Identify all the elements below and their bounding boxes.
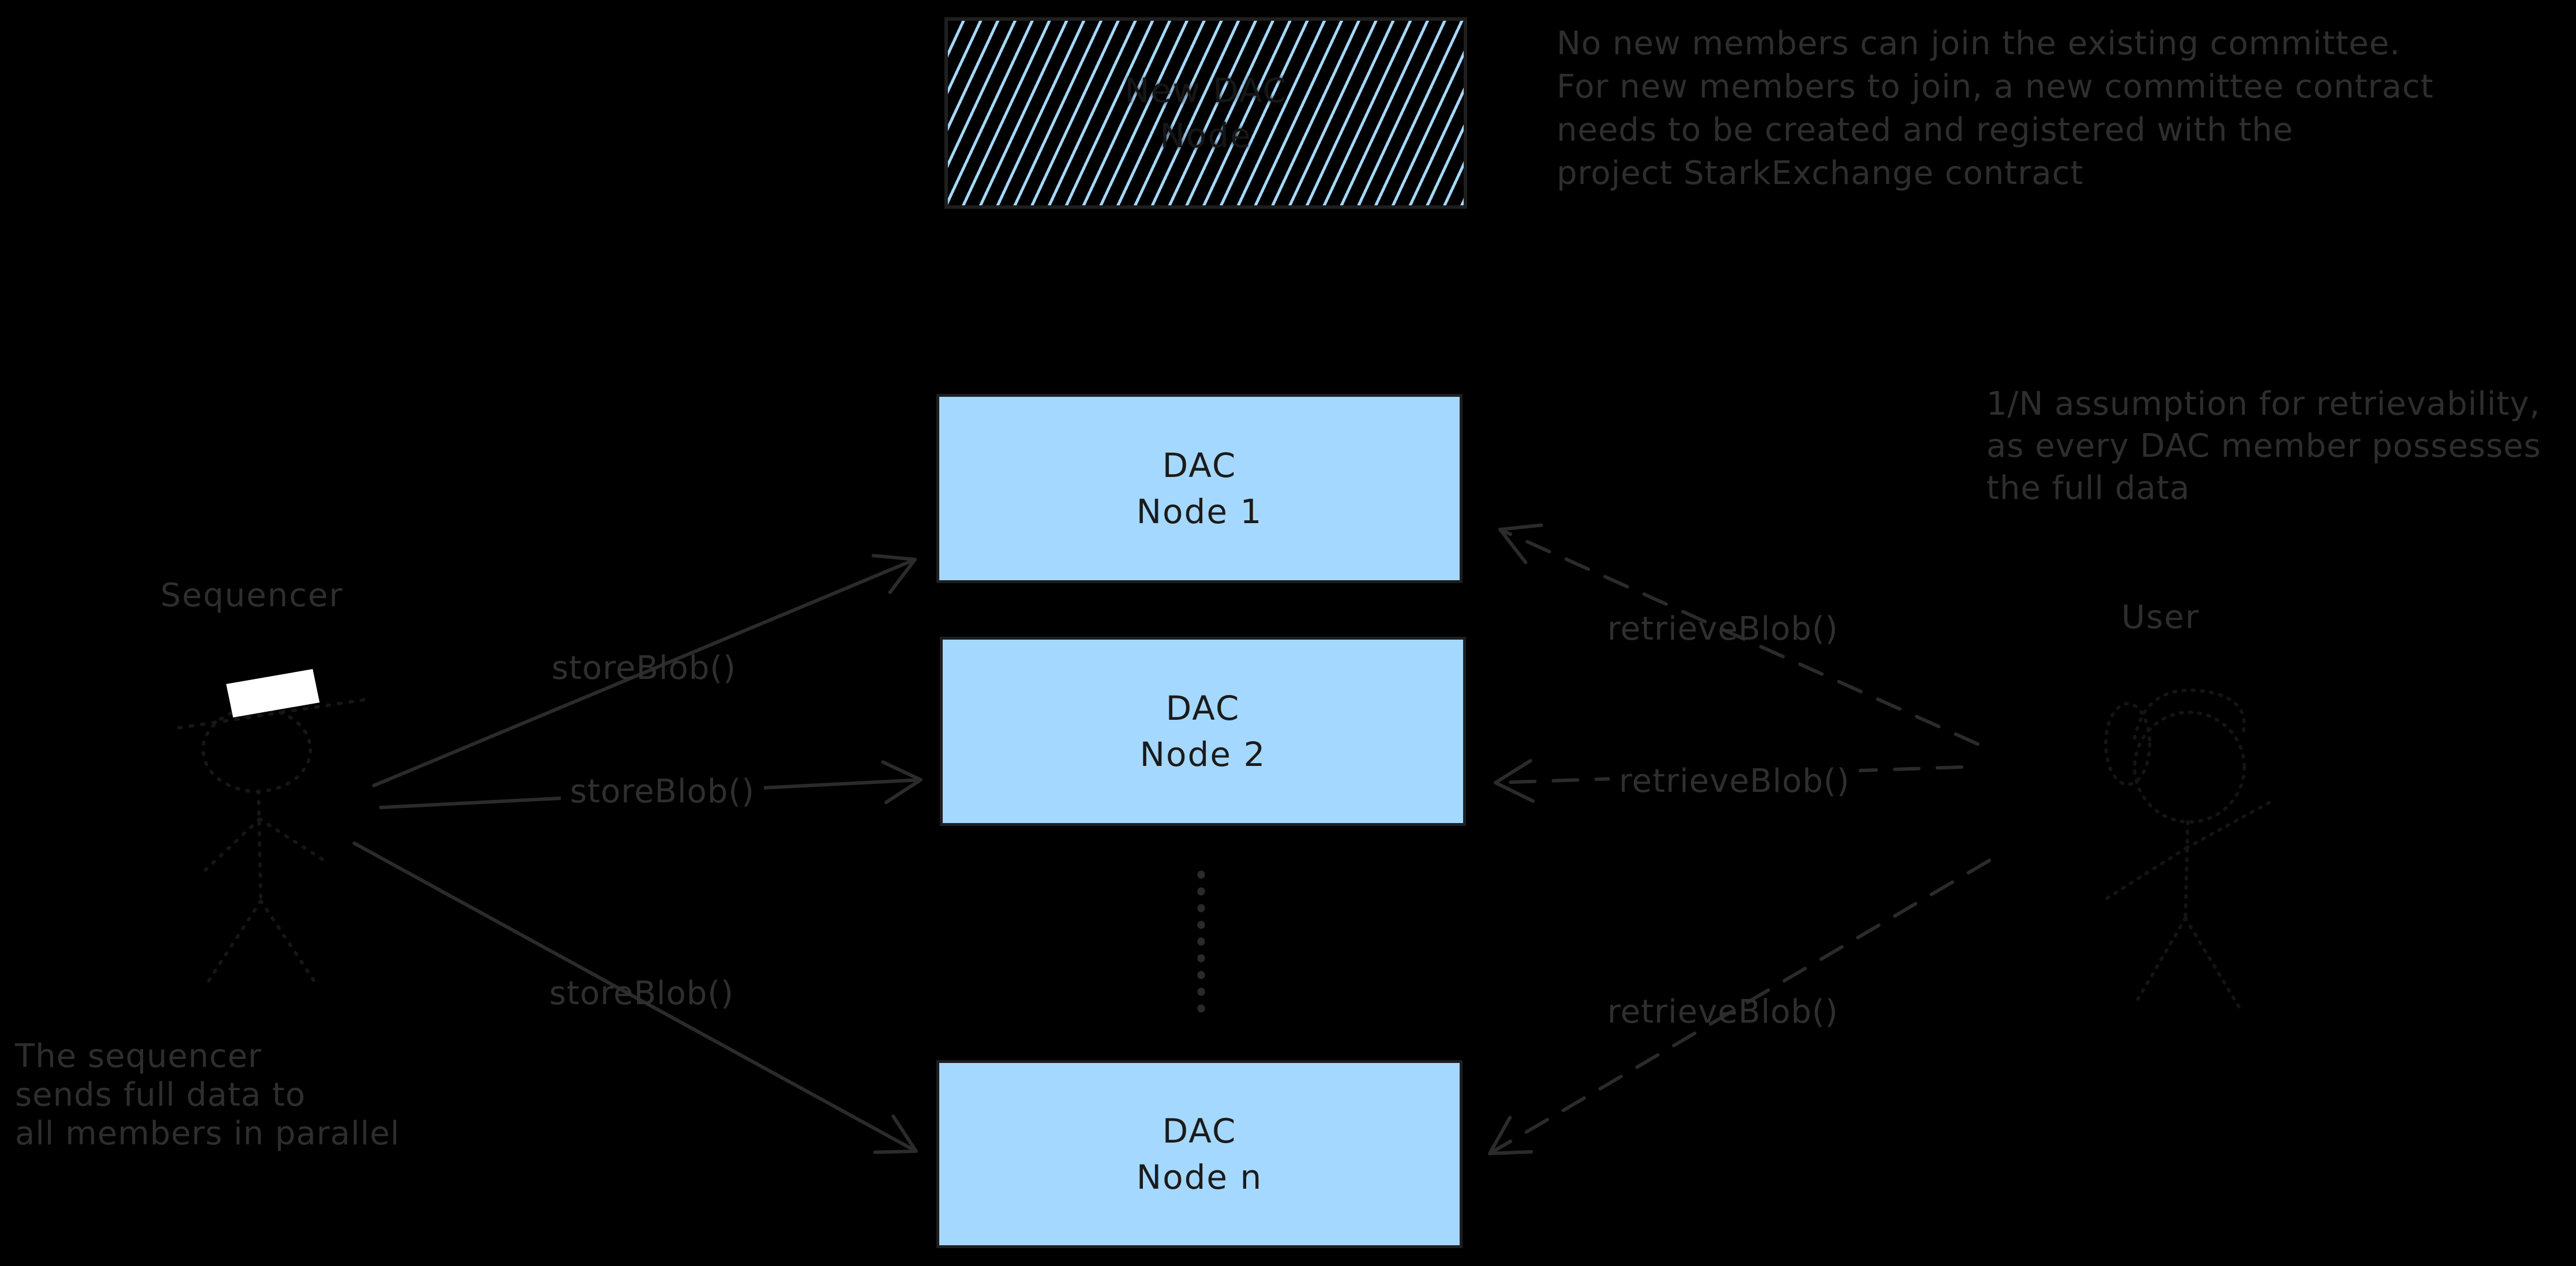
user-leg-left: [2133, 916, 2187, 1006]
sequencer-hat-brim: [177, 697, 371, 730]
sequencer-parallel-note: The sequencer sends full data to all mem…: [15, 1037, 400, 1153]
retrievability-note: 1/N assumption for retrievability, as ev…: [1986, 383, 2541, 509]
sequencer-leg-right: [259, 899, 318, 986]
committee-note-line: No new members can join the existing com…: [1557, 25, 2401, 62]
store-blob-label-1: storeBlob(): [552, 649, 737, 687]
sequencer-leg-left: [205, 899, 263, 986]
store-blob-arrows: [353, 554, 923, 1154]
arrow-retrieve-noden: [1488, 859, 1991, 1155]
user-arm-right: [2185, 800, 2273, 850]
retrievability-note-line: 1/N assumption for retrievability,: [1986, 385, 2541, 423]
retrievability-note-line: as every DAC member possesses: [1986, 427, 2541, 465]
committee-note: No new members can join the existing com…: [1557, 22, 2433, 195]
sequencer-arm-left: [201, 817, 261, 874]
retrieve-blob-label-1: retrieveBlob(): [1607, 610, 1839, 648]
committee-note-line: For new members to join, a new committee…: [1557, 68, 2434, 106]
sequencer-parallel-note-line: sends full data to: [15, 1076, 306, 1114]
new-dac-node-line1: New DAC: [1124, 71, 1287, 110]
dac-node-2-line2: Node 2: [1139, 735, 1266, 774]
store-blob-label-3: storeBlob(): [549, 975, 734, 1012]
retrieve-blob-label-3: retrieveBlob(): [1607, 993, 1839, 1031]
dac-node-n-line1: DAC: [1162, 1111, 1237, 1151]
dac-node-1-box: DAC Node 1: [936, 394, 1463, 583]
sequencer-body: [257, 790, 263, 903]
committee-note-line: project StarkExchange contract: [1557, 155, 2084, 192]
user-ponytail: [2104, 702, 2151, 786]
sequencer-label: Sequencer: [160, 577, 344, 614]
user-arm-left: [2103, 846, 2188, 901]
sequencer-arm-right: [258, 817, 326, 862]
retrievability-note-line: the full data: [1986, 469, 2190, 507]
dac-node-2-box: DAC Node 2: [940, 637, 1466, 826]
new-dac-node-line2: Node: [1160, 116, 1252, 155]
committee-note-line: needs to be created and registered with …: [1557, 111, 2294, 149]
dac-node-2-line1: DAC: [1165, 689, 1240, 728]
user-head: [2133, 711, 2246, 824]
dac-node-n-box: DAC Node n: [936, 1060, 1463, 1248]
dac-node-1-line1: DAC: [1162, 446, 1237, 485]
arrow-retrieve-node1: [1498, 523, 1979, 746]
dac-node-1-line2: Node 1: [1136, 492, 1263, 531]
sequencer-parallel-note-line: The sequencer: [15, 1038, 262, 1075]
arrow-store-node1: [372, 554, 917, 787]
sequencer-figure: [177, 669, 371, 986]
new-dac-node-box: New DAC Node: [944, 17, 1467, 209]
user-body: [2184, 820, 2189, 920]
user-figure: [2103, 688, 2273, 1010]
retrieve-blob-label-2: retrieveBlob(): [1610, 762, 1859, 800]
user-leg-right: [2184, 916, 2241, 1010]
sequencer-head: [201, 707, 312, 793]
dac-node-n-line2: Node n: [1136, 1158, 1263, 1197]
store-blob-label-2: storeBlob(): [561, 773, 764, 810]
arrow-store-noden: [353, 842, 918, 1154]
user-hair: [2133, 688, 2246, 740]
sequencer-parallel-note-line: all members in parallel: [15, 1115, 400, 1152]
sequencer-hat: [226, 669, 320, 717]
user-label: User: [2121, 599, 2200, 636]
